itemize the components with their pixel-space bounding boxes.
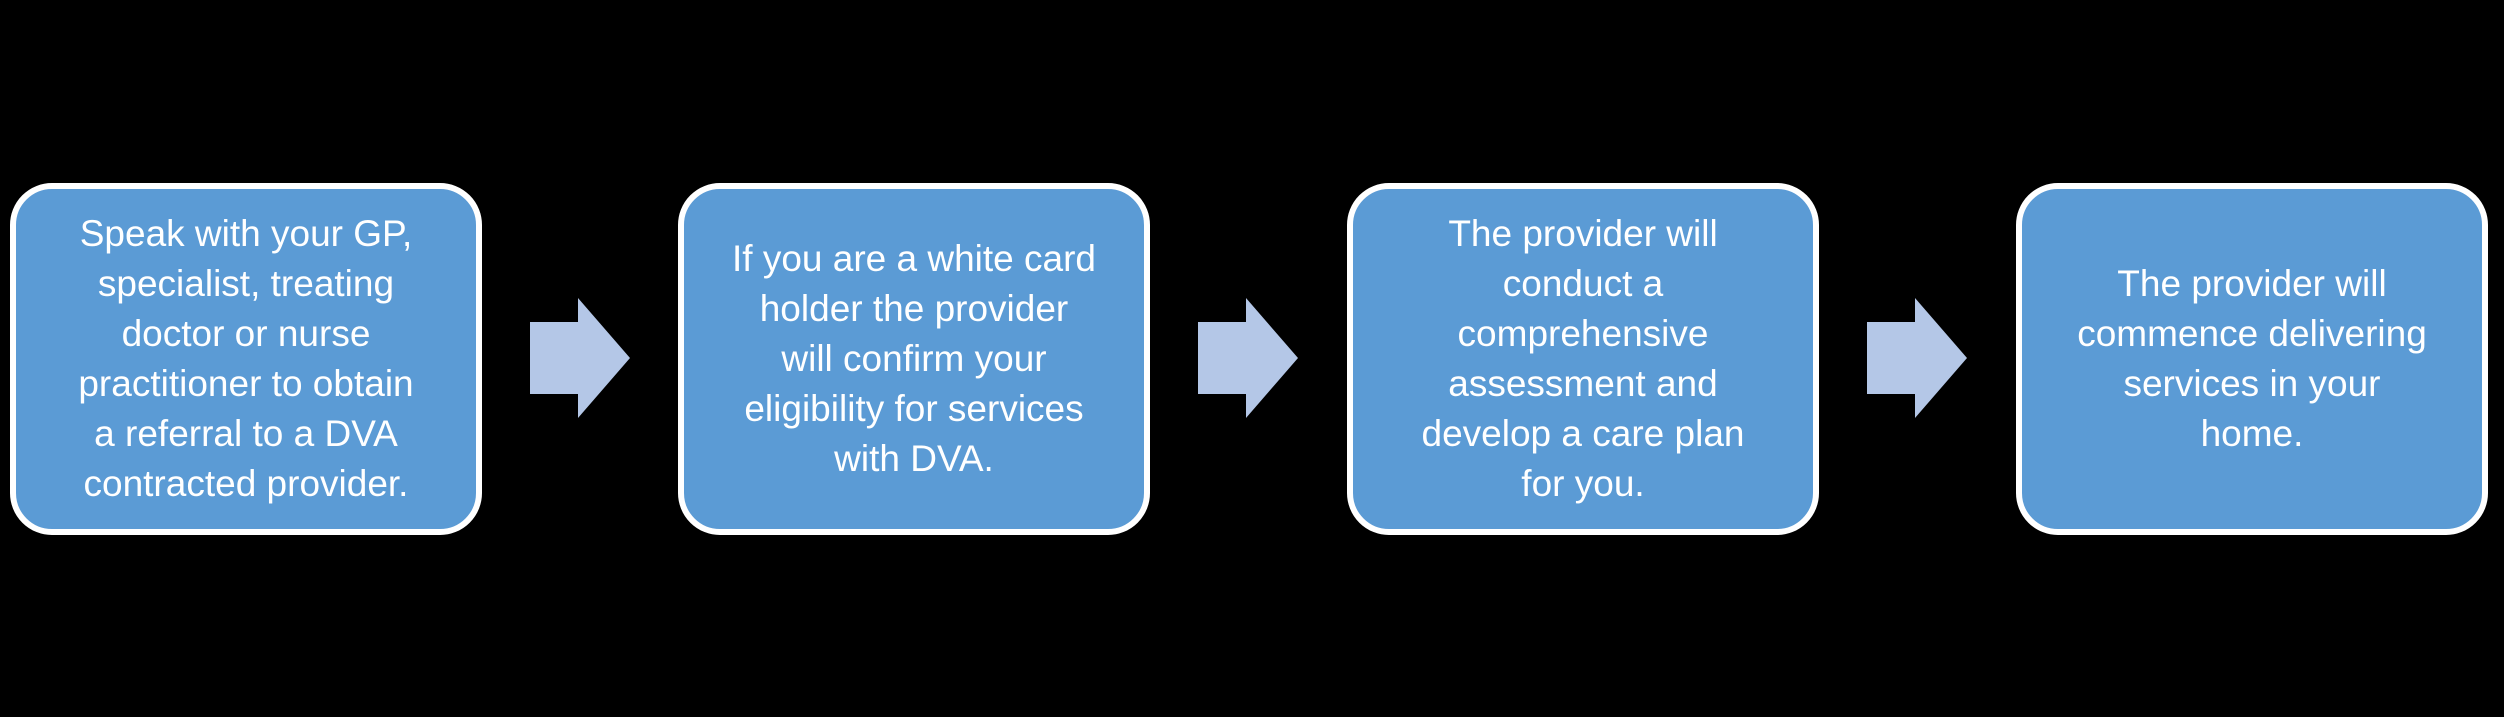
flow-step-4: The provider will commence delivering se… <box>2016 183 2488 535</box>
flow-step-4-text: The provider will commence delivering se… <box>2077 263 2427 454</box>
flow-step-1: Speak with your GP, specialist, treating… <box>10 183 482 535</box>
right-arrow-icon <box>1198 298 1298 418</box>
flow-step-3-text: The provider will conduct a comprehensiv… <box>1421 213 1745 504</box>
flow-step-3: The provider will conduct a comprehensiv… <box>1347 183 1819 535</box>
flow-step-2-text: If you are a white card holder the provi… <box>731 238 1097 479</box>
flow-step-1-text: Speak with your GP, specialist, treating… <box>78 213 414 504</box>
right-arrow-icon <box>1867 298 1967 418</box>
right-arrow-icon <box>530 298 630 418</box>
flow-step-2: If you are a white card holder the provi… <box>678 183 1150 535</box>
